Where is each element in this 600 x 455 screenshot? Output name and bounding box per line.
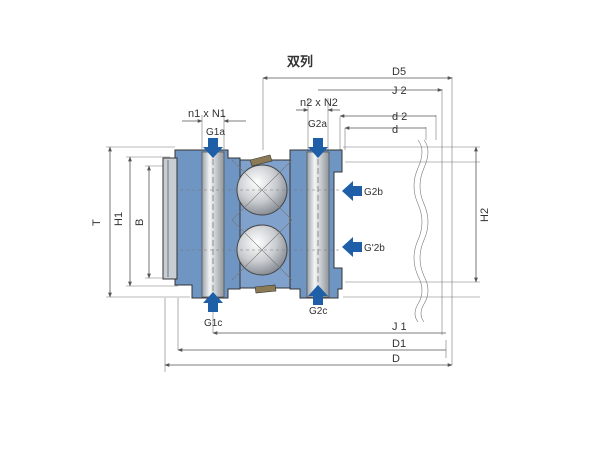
- arrow-g2a-icon: [308, 138, 328, 158]
- label-d-outer: D: [392, 353, 400, 365]
- label-d5: D5: [392, 66, 406, 78]
- label-d: d: [392, 124, 398, 136]
- label-j2: J 2: [392, 85, 407, 97]
- arrow-g1c-icon: [203, 292, 223, 312]
- arrow-g2c-icon: [308, 285, 328, 305]
- label-g1a: G1a: [206, 127, 225, 138]
- label-b: B: [134, 219, 146, 226]
- label-g2a: G2a: [308, 119, 327, 130]
- diagram-title: 双列: [287, 54, 313, 69]
- label-d1: D1: [392, 338, 406, 350]
- label-g1c: G1c: [204, 318, 222, 329]
- outer-ring: [162, 149, 241, 299]
- arrow-g2b-prime-icon: [342, 237, 362, 257]
- bolt-holes: [201, 150, 330, 300]
- label-d2: d 2: [392, 111, 407, 123]
- arrow-g2b-icon: [342, 181, 362, 201]
- label-t: T: [91, 219, 103, 226]
- dimension-lines: [108, 76, 478, 367]
- label-j1: J 1: [392, 321, 407, 333]
- label-n2n2: n2 x N2: [300, 97, 338, 109]
- label-g2b-prime: G'2b: [364, 243, 385, 254]
- label-h2: H2: [479, 208, 491, 222]
- label-g2b: G2b: [364, 187, 383, 198]
- rolling-balls: [180, 159, 342, 281]
- load-arrows: [203, 138, 362, 312]
- label-n1n1: n1 x N1: [188, 108, 226, 120]
- label-h1: H1: [113, 212, 125, 226]
- dimension-labels: D5 J 2 d 2 d n2 x N2 n1 x N1 G1a G2a G2b…: [91, 66, 491, 365]
- label-g2c: G2c: [309, 306, 327, 317]
- shaft-break: [345, 139, 480, 323]
- seals: [249, 154, 277, 294]
- arrow-g1a-icon: [203, 138, 223, 158]
